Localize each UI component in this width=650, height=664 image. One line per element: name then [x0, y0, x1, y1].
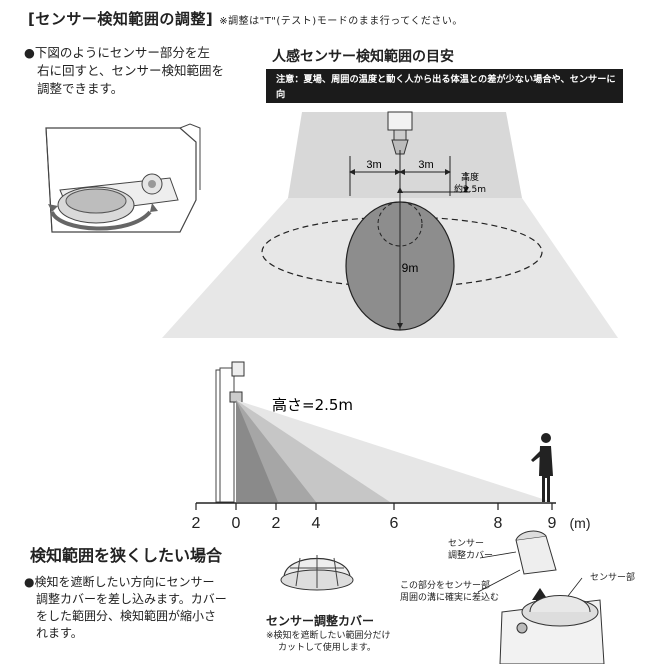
cover-caption: センサー調整カバー [266, 614, 375, 628]
cover-label: センサー 調整カバー [448, 538, 493, 562]
insert-line-2: 周囲の溝に確実に差込む [400, 593, 500, 603]
range-diagram-title: 人感センサー検知範囲の目安 [272, 49, 454, 65]
side-lamp-icon [231, 361, 245, 377]
cover-note: ※検知を遮断したい範囲分だけ カットして使用します。 [266, 630, 391, 654]
height-label-2: 約2.5m [454, 183, 486, 195]
range-side-view: 高さ=2.5m 2 0 2 4 6 8 9 (m) [192, 361, 591, 532]
rotate-left-arrow-icon [48, 204, 58, 212]
narrow-text: ●検知を遮断したい方向にセンサー 調整カバーを差し込みます。カバー をした範囲分… [24, 574, 227, 642]
cover-label-1: センサー [448, 539, 485, 549]
sensor-cover-illustration [280, 555, 354, 591]
cover-install-illustration [477, 530, 605, 664]
axis-tick-2: 2 [272, 515, 281, 532]
section-header: [センサー検知範囲の調整] ※調整は"T"(テスト)モードのまま行ってください。 [28, 8, 463, 29]
narrow-section-title: 検知範囲を狭くしたい場合 [30, 546, 223, 565]
cover-piece [515, 535, 557, 575]
axis-tick-3: 4 [312, 515, 321, 532]
narrow-line-3: をした範囲分、検知範囲が縮小さ [36, 609, 217, 623]
depth-label: 9m [402, 261, 419, 275]
warning-line-2: かって直進する場合などには、検知が鈍くなり点灯しない場合があります。 [286, 104, 597, 115]
narrow-line-1: ●検知を遮断したい方向にセンサー [24, 575, 215, 589]
warning-box: 注意：夏場、周囲の温度と動く人から出る体温との差が少ない場合や、センサーに向 か… [266, 69, 623, 115]
side-height-label: 高さ=2.5m [272, 396, 353, 414]
axis-tick-6: 9 [548, 515, 557, 532]
cover-note-2: カットして使用します。 [278, 643, 376, 653]
axis-tick-1: 0 [232, 515, 241, 532]
warning-line-1: 注意：夏場、周囲の温度と動く人から出る体温との差が少ない場合や、センサーに向 [276, 74, 616, 100]
range-top-view: 3m 3m 高度 約2.5m 9m [162, 111, 618, 338]
person-icon [531, 433, 553, 502]
intro-line-2: 右に回すと、センサー検知範囲を [37, 63, 225, 78]
width-left-label: 3m [366, 159, 381, 171]
wall [219, 367, 235, 503]
axis-tick-0: 2 [192, 515, 201, 532]
cover-note-1: ※検知を遮断したい範囲分だけ [266, 631, 391, 641]
lamp-icon [387, 111, 413, 131]
axis-tick-4: 6 [390, 515, 399, 532]
axis-unit: (m) [570, 515, 591, 531]
intro-line-3: 調整できます。 [37, 81, 124, 96]
axis-tick-5: 8 [494, 515, 503, 532]
insert-line-1: この部分をセンサー部 [400, 581, 491, 591]
narrow-line-4: れます。 [36, 626, 83, 640]
sensor-rotation-illustration [45, 123, 201, 233]
narrow-line-2: 調整カバーを差し込みます。カバー [36, 592, 227, 606]
section-note: ※調整は"T"(テスト)モードのまま行ってください。 [219, 16, 463, 27]
zone-2m [236, 400, 278, 502]
intro-line-1: ●下図のようにセンサー部分を左 [24, 45, 210, 60]
height-label-1: 高度 [461, 171, 479, 183]
cover-label-2: 調整カバー [448, 551, 494, 561]
width-right-label: 3m [418, 159, 433, 171]
rotate-right-arrow-icon [150, 203, 158, 212]
intro-text: ●下図のようにセンサー部分を左 右に回すと、センサー検知範囲を 調整できます。 [24, 44, 224, 98]
ceiling-plane [288, 112, 522, 198]
sensor-head-icon [391, 139, 409, 155]
insert-instruction: この部分をセンサー部 周囲の溝に確実に差込む [400, 580, 499, 604]
sensor-part-label: センサー部 [590, 573, 636, 583]
section-title: [センサー検知範囲の調整] [28, 10, 214, 28]
